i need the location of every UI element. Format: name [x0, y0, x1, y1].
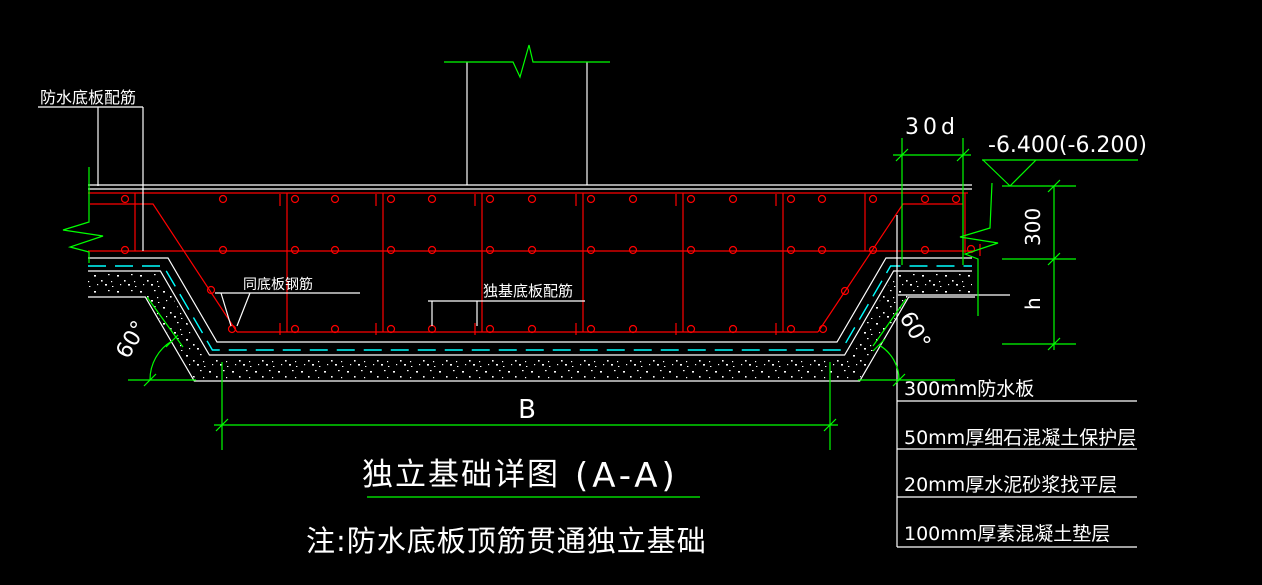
waterproof-membrane-line: [88, 265, 972, 351]
slab-break-left: [62, 167, 104, 263]
callout-waterproof-board: 300mm防水板: [904, 378, 1034, 400]
slab-break-right: [959, 182, 999, 316]
drawing-texts: 防水底板配筋 同底板钢筋 独基底板配筋 30d -6.400(-6.200) 3…: [40, 88, 1147, 558]
dim-h: h: [1021, 297, 1045, 310]
callout-leveling-layer: 20mm厚水泥砂浆找平层: [904, 474, 1117, 496]
elevation-symbol: [982, 159, 1138, 187]
structure-outline: [88, 62, 1010, 382]
independent-foundation-rebar-label: 独基底板配筋: [483, 282, 573, 300]
same-as-slab-rebar-label: 同底板钢筋: [243, 276, 313, 293]
dim-300: 300: [1021, 208, 1045, 246]
section-mark: (A-A): [575, 456, 679, 496]
waterproof-slab-rebar-label: 防水底板配筋: [40, 88, 136, 107]
angle-right-label: 60°: [894, 308, 935, 354]
dim-30d: 30d: [905, 115, 959, 140]
leader-lines: [38, 106, 1137, 548]
angle-left-label: 60°: [112, 317, 153, 363]
cushion-hatch-band: [88, 274, 972, 380]
dim-b: B: [518, 395, 536, 425]
rebar-section-circles: [120, 194, 976, 334]
bent-bar-left: [90, 203, 238, 333]
drawing-note: 注:防水底板顶筋贯通独立基础: [306, 524, 707, 558]
callout-protective-layer: 50mm厚细石混凝土保护层: [904, 427, 1136, 449]
bent-bar-right: [817, 203, 963, 333]
angle-arc-left: [128, 296, 196, 387]
drawing-title: 独立基础详图: [362, 457, 560, 493]
rebar-lines: [88, 192, 981, 335]
column-break-line: [444, 44, 610, 79]
callout-cushion-layer: 100mm厚素混凝土垫层: [904, 523, 1110, 545]
elevation-label: -6.400(-6.200): [988, 133, 1147, 158]
angle-arc-right: [858, 298, 955, 387]
green-annotations: [62, 44, 1138, 498]
